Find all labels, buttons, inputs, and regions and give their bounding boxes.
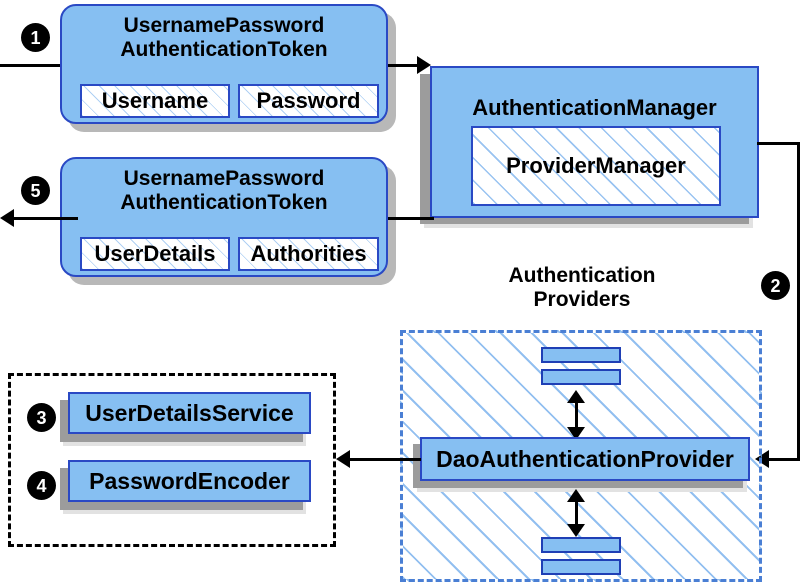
manager-to-provider-vertical-line: [797, 142, 800, 460]
token-to-manager-arrowhead: [417, 56, 431, 74]
response-token-slot-userdetails-label: UserDetails: [94, 241, 216, 266]
step-marker-4-label: 4: [36, 475, 47, 496]
response-token-title: UsernamePassword AuthenticationToken: [62, 167, 386, 214]
token-to-manager-line: [388, 64, 420, 67]
request-token-slot-password-label: Password: [256, 88, 361, 113]
provider-link-bottom-arrow-down: [567, 524, 585, 537]
request-token-slot-username: Username: [80, 84, 230, 118]
request-token-title-line2: AuthenticationToken: [120, 37, 328, 61]
provider-link-top-arrow-up: [567, 390, 585, 403]
password-encoder-box: PasswordEncoder: [68, 460, 311, 502]
response-token-title-line2: AuthenticationToken: [120, 190, 328, 214]
request-token-title: UsernamePassword AuthenticationToken: [62, 14, 386, 61]
provider-to-services-arrowhead: [336, 450, 350, 468]
step-marker-2-label: 2: [770, 275, 781, 296]
request-token-box: UsernamePassword AuthenticationToken Use…: [60, 4, 388, 124]
response-token-box: UsernamePassword AuthenticationToken Use…: [60, 157, 388, 277]
response-token-slot-userdetails: UserDetails: [80, 237, 230, 271]
provider-bar-bottom-2: [541, 559, 621, 575]
response-out-arrowhead: [0, 209, 14, 227]
step-marker-1: 1: [22, 24, 49, 51]
provider-manager-box: ProviderManager: [471, 126, 721, 206]
response-token-slot-authorities-label: Authorities: [250, 241, 367, 266]
authentication-providers-title: Authentication Providers: [470, 264, 694, 311]
provider-link-bottom-arrow-up: [567, 489, 585, 502]
step-marker-5-label: 5: [30, 180, 41, 201]
request-token-slot-username-label: Username: [101, 88, 209, 113]
manager-to-provider-bottom-line: [765, 458, 800, 461]
authentication-manager-title: AuthenticationManager: [472, 95, 717, 120]
authentication-manager-box: AuthenticationManager ProviderManager: [430, 66, 759, 218]
provider-link-top-arrow-down: [567, 427, 585, 440]
step-marker-1-label: 1: [30, 27, 41, 48]
provider-link-top-line: [575, 396, 578, 430]
provider-to-services-line: [349, 458, 421, 461]
provider-manager-label: ProviderManager: [506, 153, 686, 178]
response-out-line: [14, 217, 78, 220]
user-details-service-box: UserDetailsService: [68, 392, 311, 434]
provider-bar-top-2: [541, 369, 621, 385]
request-token-slot-password: Password: [238, 84, 379, 118]
authentication-providers-title-line1: Authentication: [508, 264, 656, 287]
step-marker-5: 5: [22, 177, 49, 204]
step-marker-2: 2: [762, 272, 789, 299]
manager-to-response-token-line: [388, 217, 434, 220]
request-token-title-line1: UsernamePassword: [123, 14, 325, 37]
incoming-request-line: [0, 64, 78, 67]
response-token-title-line1: UsernamePassword: [123, 167, 325, 190]
provider-bar-top-1: [541, 347, 621, 363]
dao-authentication-provider-box: DaoAuthenticationProvider: [420, 437, 750, 481]
authentication-providers-title-line2: Providers: [533, 287, 631, 311]
step-marker-3-label: 3: [36, 407, 47, 428]
step-marker-3: 3: [28, 404, 55, 431]
response-token-slot-authorities: Authorities: [238, 237, 379, 271]
manager-to-provider-top-line: [757, 142, 800, 145]
step-marker-4: 4: [28, 472, 55, 499]
user-details-service-label: UserDetailsService: [85, 399, 294, 426]
dao-authentication-provider-label: DaoAuthenticationProvider: [436, 445, 734, 472]
provider-bar-bottom-1: [541, 537, 621, 553]
password-encoder-label: PasswordEncoder: [89, 467, 290, 494]
provider-link-bottom-line: [575, 495, 578, 527]
